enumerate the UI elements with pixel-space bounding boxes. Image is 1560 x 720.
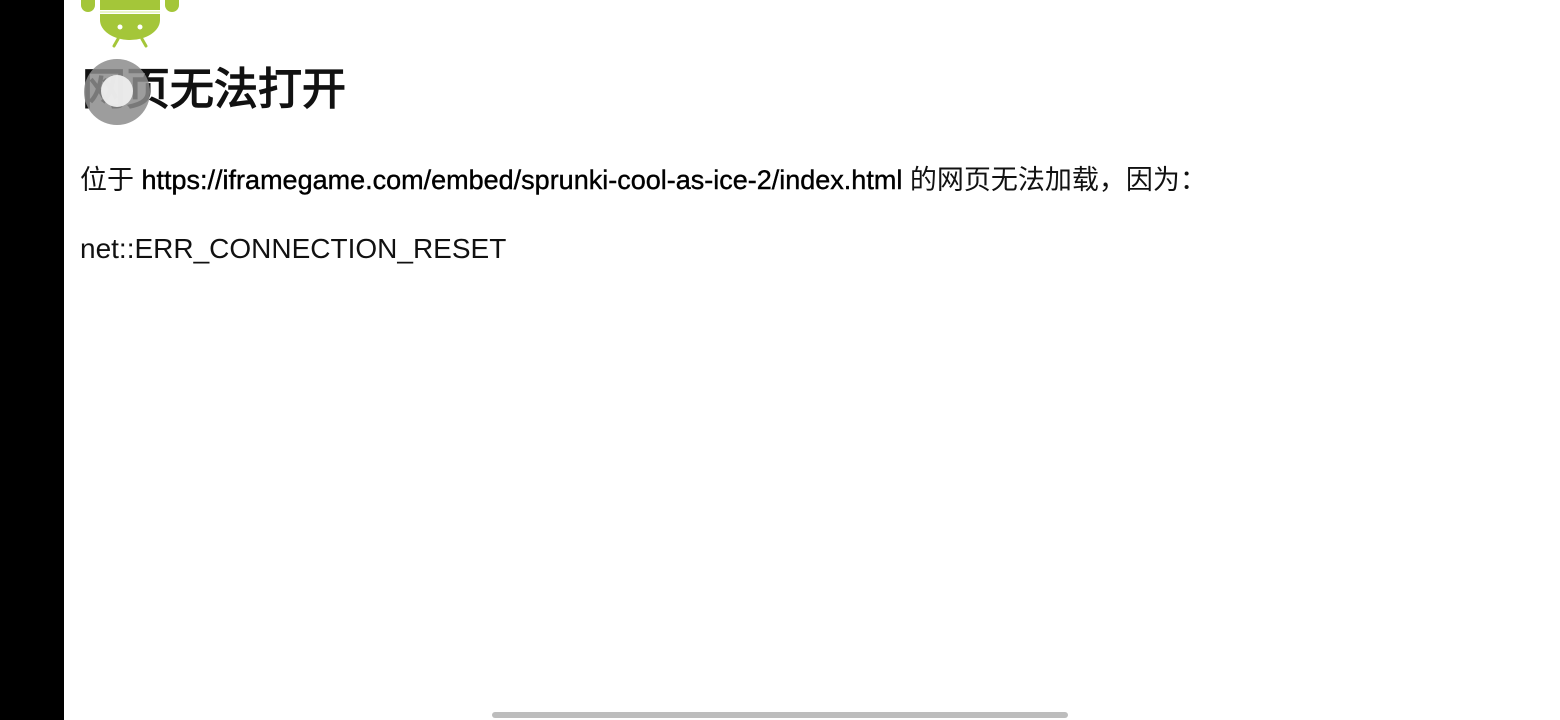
- android-bot-icon: [80, 0, 180, 50]
- gesture-home-bar[interactable]: [492, 712, 1068, 718]
- description-suffix: 的网页无法加载，因为：: [902, 165, 1207, 195]
- error-description: 位于 https://iframegame.com/embed/sprunki-…: [80, 160, 1207, 200]
- touch-point-indicator: [84, 59, 150, 125]
- error-code: net::ERR_CONNECTION_RESET: [80, 233, 507, 264]
- touch-point-center: [101, 75, 133, 107]
- webview-error-page: [64, 0, 1560, 720]
- description-prefix: 位于: [80, 165, 142, 195]
- failed-url: https://iframegame.com/embed/sprunki-coo…: [141, 165, 903, 195]
